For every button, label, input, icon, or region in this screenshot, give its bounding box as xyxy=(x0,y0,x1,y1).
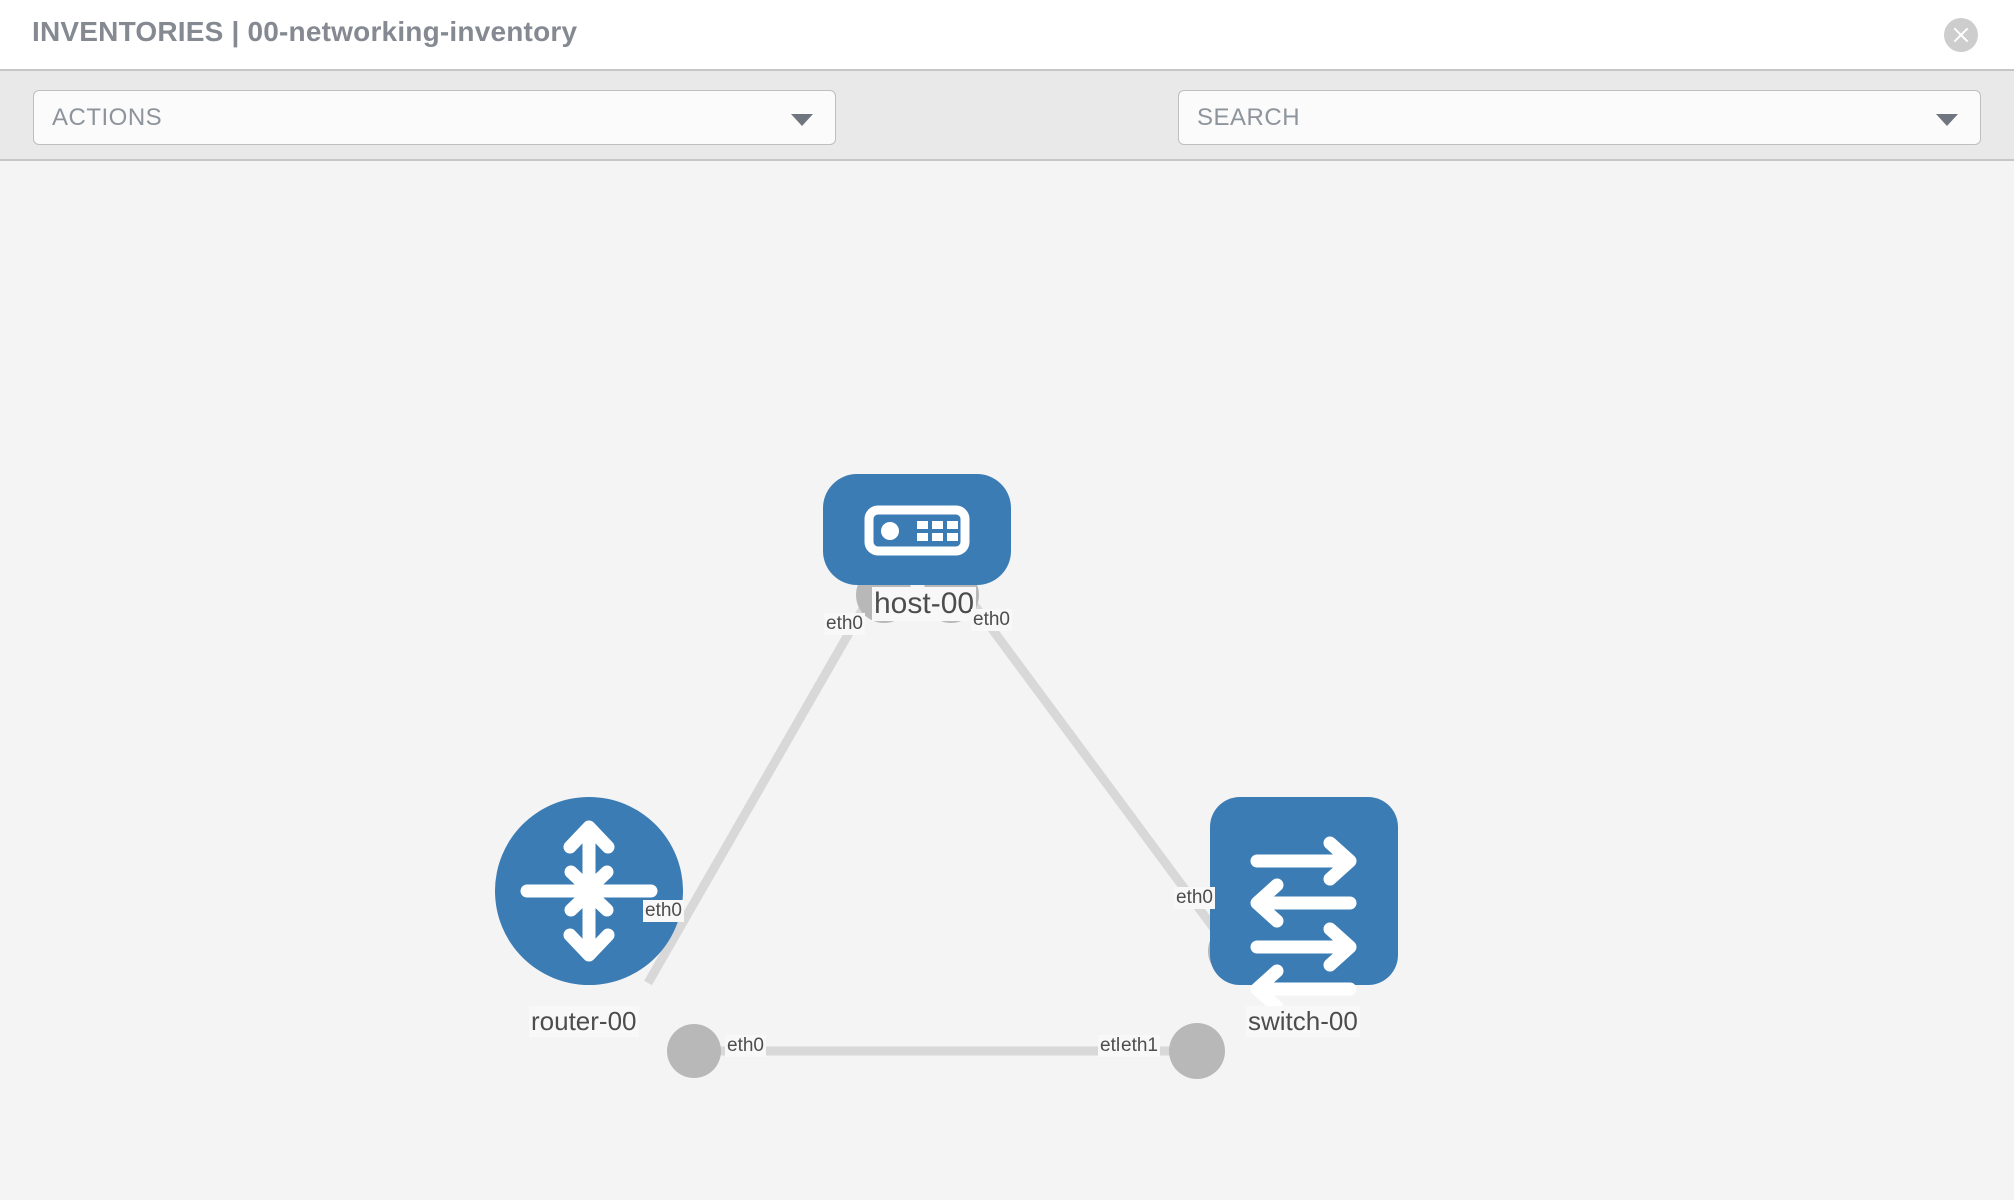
topology-links xyxy=(644,576,1242,1056)
search-input[interactable]: SEARCH xyxy=(1178,90,1981,145)
iface-label-switch00-up-eth0: eth0 xyxy=(1174,887,1215,909)
search-placeholder: SEARCH xyxy=(1197,104,1301,131)
chevron-down-icon xyxy=(791,114,813,126)
switch-arrows-icon xyxy=(1250,836,1357,1014)
close-icon[interactable] xyxy=(1944,18,1978,52)
topology-canvas[interactable]: host-00 router-00 switch-00 eth0 eth0 et… xyxy=(0,161,2014,1200)
chevron-down-icon[interactable] xyxy=(1936,114,1958,126)
node-label-switch-00: switch-00 xyxy=(1246,1006,1360,1037)
iface-label-host00-eth0-left: eth0 xyxy=(824,613,865,635)
connector-switch00-eth1[interactable] xyxy=(1169,1023,1225,1079)
node-host-00[interactable] xyxy=(823,474,1011,585)
iface-label-host00-eth0-right: eth0 xyxy=(971,609,1012,631)
iface-label-router00-eth0: eth0 xyxy=(725,1035,766,1057)
link-host00-router00[interactable] xyxy=(644,576,884,986)
node-label-host-00: host-00 xyxy=(872,587,977,621)
server-icon xyxy=(864,505,970,556)
iface-label-switch00-eth1: eth1 xyxy=(1119,1035,1160,1057)
toolbar: ACTIONS SEARCH xyxy=(0,69,2014,202)
node-label-router-00: router-00 xyxy=(529,1006,639,1037)
window-header: INVENTORIES | 00-networking-inventory xyxy=(0,0,2014,69)
iface-label-router00-up-eth0: eth0 xyxy=(643,900,684,922)
topology-connectors xyxy=(667,567,1264,1079)
node-router-00[interactable] xyxy=(495,797,683,985)
connector-router00-eth0[interactable] xyxy=(667,1024,721,1078)
actions-dropdown-label: ACTIONS xyxy=(52,104,163,131)
page-title: INVENTORIES | 00-networking-inventory xyxy=(32,16,578,47)
actions-dropdown[interactable]: ACTIONS xyxy=(33,90,836,145)
router-arrows-icon xyxy=(520,820,658,962)
node-switch-00[interactable] xyxy=(1210,797,1398,1014)
